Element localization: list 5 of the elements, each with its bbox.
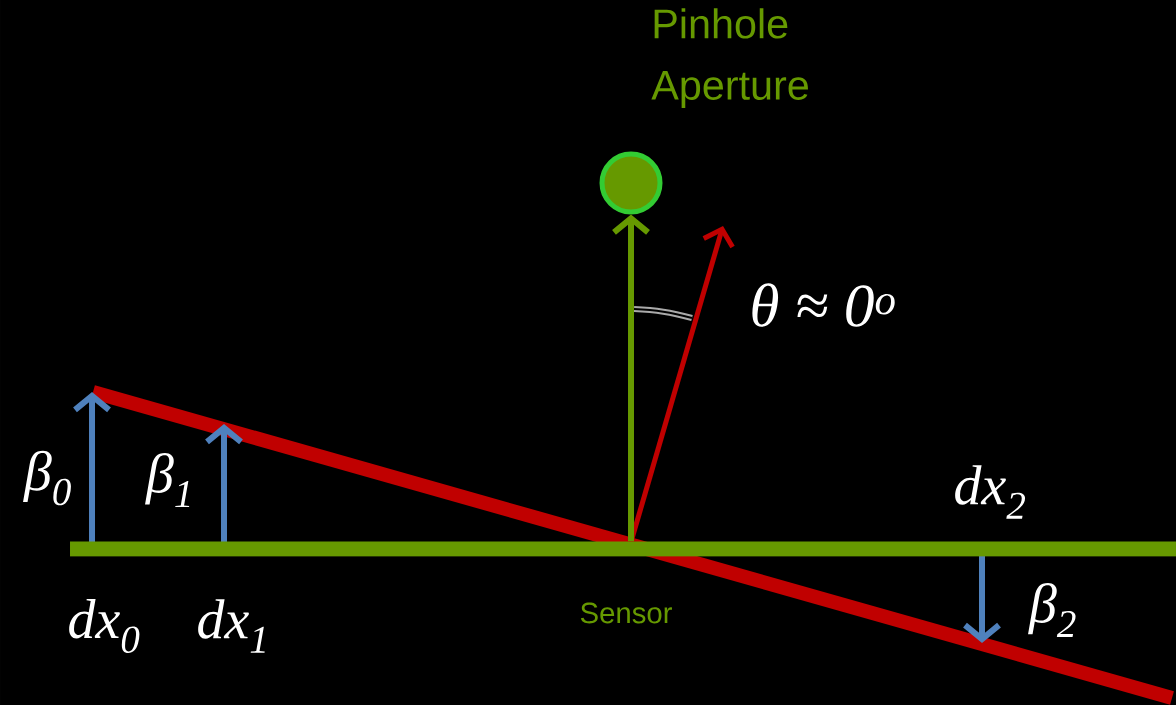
math-label: β$_{0}$ — [23, 450, 71, 506]
aperture-label: Pinhole Aperture — [651, 8, 808, 109]
sensor-label: Sensor — [580, 602, 672, 624]
math-label: θ ≈ 0$^{o}$ — [752, 283, 895, 327]
arrow — [612, 214, 650, 542]
